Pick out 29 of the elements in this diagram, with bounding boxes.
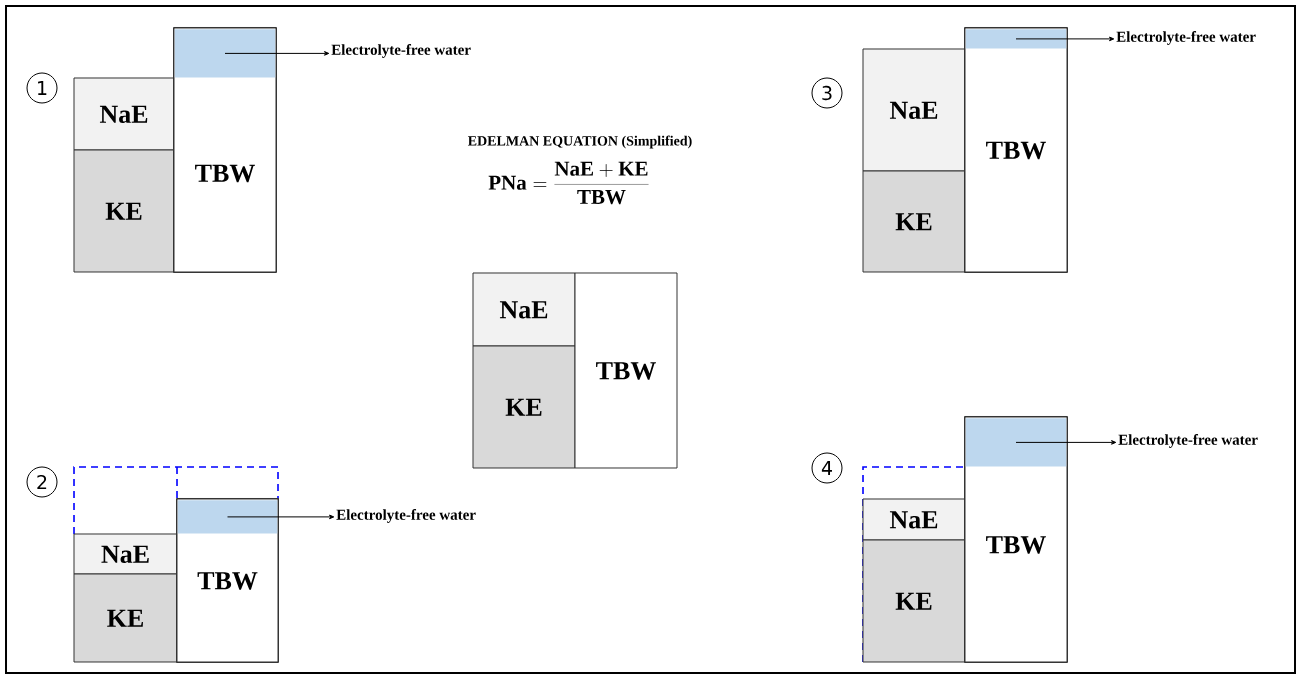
- compartment-box: KE: [862, 170, 966, 273]
- compartment-box: NaE: [862, 48, 966, 172]
- callout-text: Electrolyte-free water: [336, 509, 476, 523]
- title: EDELMAN EQUATION (Simplified): [468, 135, 692, 149]
- callout-text: Electrolyte-free water: [331, 44, 471, 58]
- callout-text: Electrolyte-free water: [1116, 31, 1256, 45]
- compartment-box: NaE: [73, 77, 175, 151]
- arrow: [227, 514, 335, 520]
- compartment-box: NaE: [862, 498, 966, 541]
- compartment-box: TBW: [574, 272, 678, 469]
- water-fill: [965, 29, 1067, 49]
- water-fill: [174, 29, 276, 78]
- compartment-box: KE: [73, 573, 178, 663]
- compartment-box: NaE: [472, 272, 576, 347]
- callout-text: Electrolyte-free water: [1118, 434, 1258, 448]
- compartment-box: KE: [862, 539, 966, 663]
- step-number: 3: [811, 77, 843, 109]
- water-fill: [177, 500, 278, 534]
- water-fill: [965, 418, 1067, 467]
- step-number: 1: [26, 72, 58, 104]
- compartment-box: KE: [472, 345, 576, 469]
- formula: $\mathbf{PNa} = \frac{\mathbf{NaE + KE}}{\mathbf{TBW}}$: [488, 161, 649, 205]
- step-number: 2: [26, 466, 58, 498]
- arrow: [1015, 440, 1117, 445]
- arrow: [224, 51, 330, 56]
- arrow: [1015, 36, 1115, 42]
- step-number: 4: [811, 452, 843, 484]
- compartment-box: KE: [73, 149, 175, 273]
- compartment-box: NaE: [73, 533, 178, 575]
